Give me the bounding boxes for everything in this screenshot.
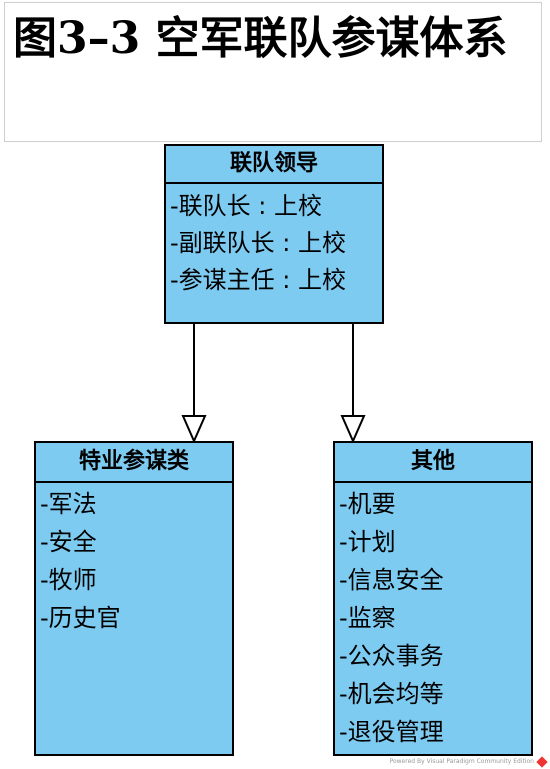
attribute-row: -军法 — [40, 490, 97, 518]
attribute-row: -联队长 : 上校 — [170, 192, 323, 220]
title-frame: 图3–3 空军联队参谋体系 — [4, 2, 542, 142]
class-name-special-staff: 特业参谋类 — [36, 443, 232, 483]
arrow-to-other — [340, 324, 366, 444]
attribute-row: -副联队长 : 上校 — [170, 229, 347, 257]
attribute-row: -退役管理 — [339, 718, 444, 746]
attribute-list-other: -机要 -计划 -信息安全 -监察 -公众事务 -机会均等 -退役管理 — [335, 483, 531, 751]
attribute-list-special-staff: -军法 -安全 -牧师 -历史官 — [36, 483, 232, 637]
diagram-title: 图3–3 空军联队参谋体系 — [13, 13, 508, 64]
class-box-other[interactable]: 其他 -机要 -计划 -信息安全 -监察 -公众事务 -机会均等 -退役管理 — [333, 441, 533, 756]
attribute-list-leadership: -联队长 : 上校 -副联队长 : 上校 -参谋主任 : 上校 — [166, 184, 382, 299]
attribute-row: -历史官 — [40, 604, 121, 632]
attribute-row: -安全 — [40, 528, 97, 556]
arrow-to-special — [181, 324, 207, 444]
attribute-row: -机要 — [339, 490, 396, 518]
class-name-other: 其他 — [335, 443, 531, 483]
attribute-row: -计划 — [339, 528, 396, 556]
attribute-row: -信息安全 — [339, 566, 444, 594]
class-box-leadership[interactable]: 联队领导 -联队长 : 上校 -副联队长 : 上校 -参谋主任 : 上校 — [164, 144, 384, 324]
watermark-text: Powered By Visual Paradigm Community Edi… — [389, 758, 534, 765]
attribute-row: -牧师 — [40, 566, 97, 594]
class-box-special-staff[interactable]: 特业参谋类 -军法 -安全 -牧师 -历史官 — [34, 441, 234, 756]
attribute-row: -机会均等 — [339, 680, 444, 708]
class-name-leadership: 联队领导 — [166, 146, 382, 184]
attribute-row: -监察 — [339, 604, 396, 632]
attribute-row: -参谋主任 : 上校 — [170, 266, 347, 294]
attribute-row: -公众事务 — [339, 642, 444, 670]
